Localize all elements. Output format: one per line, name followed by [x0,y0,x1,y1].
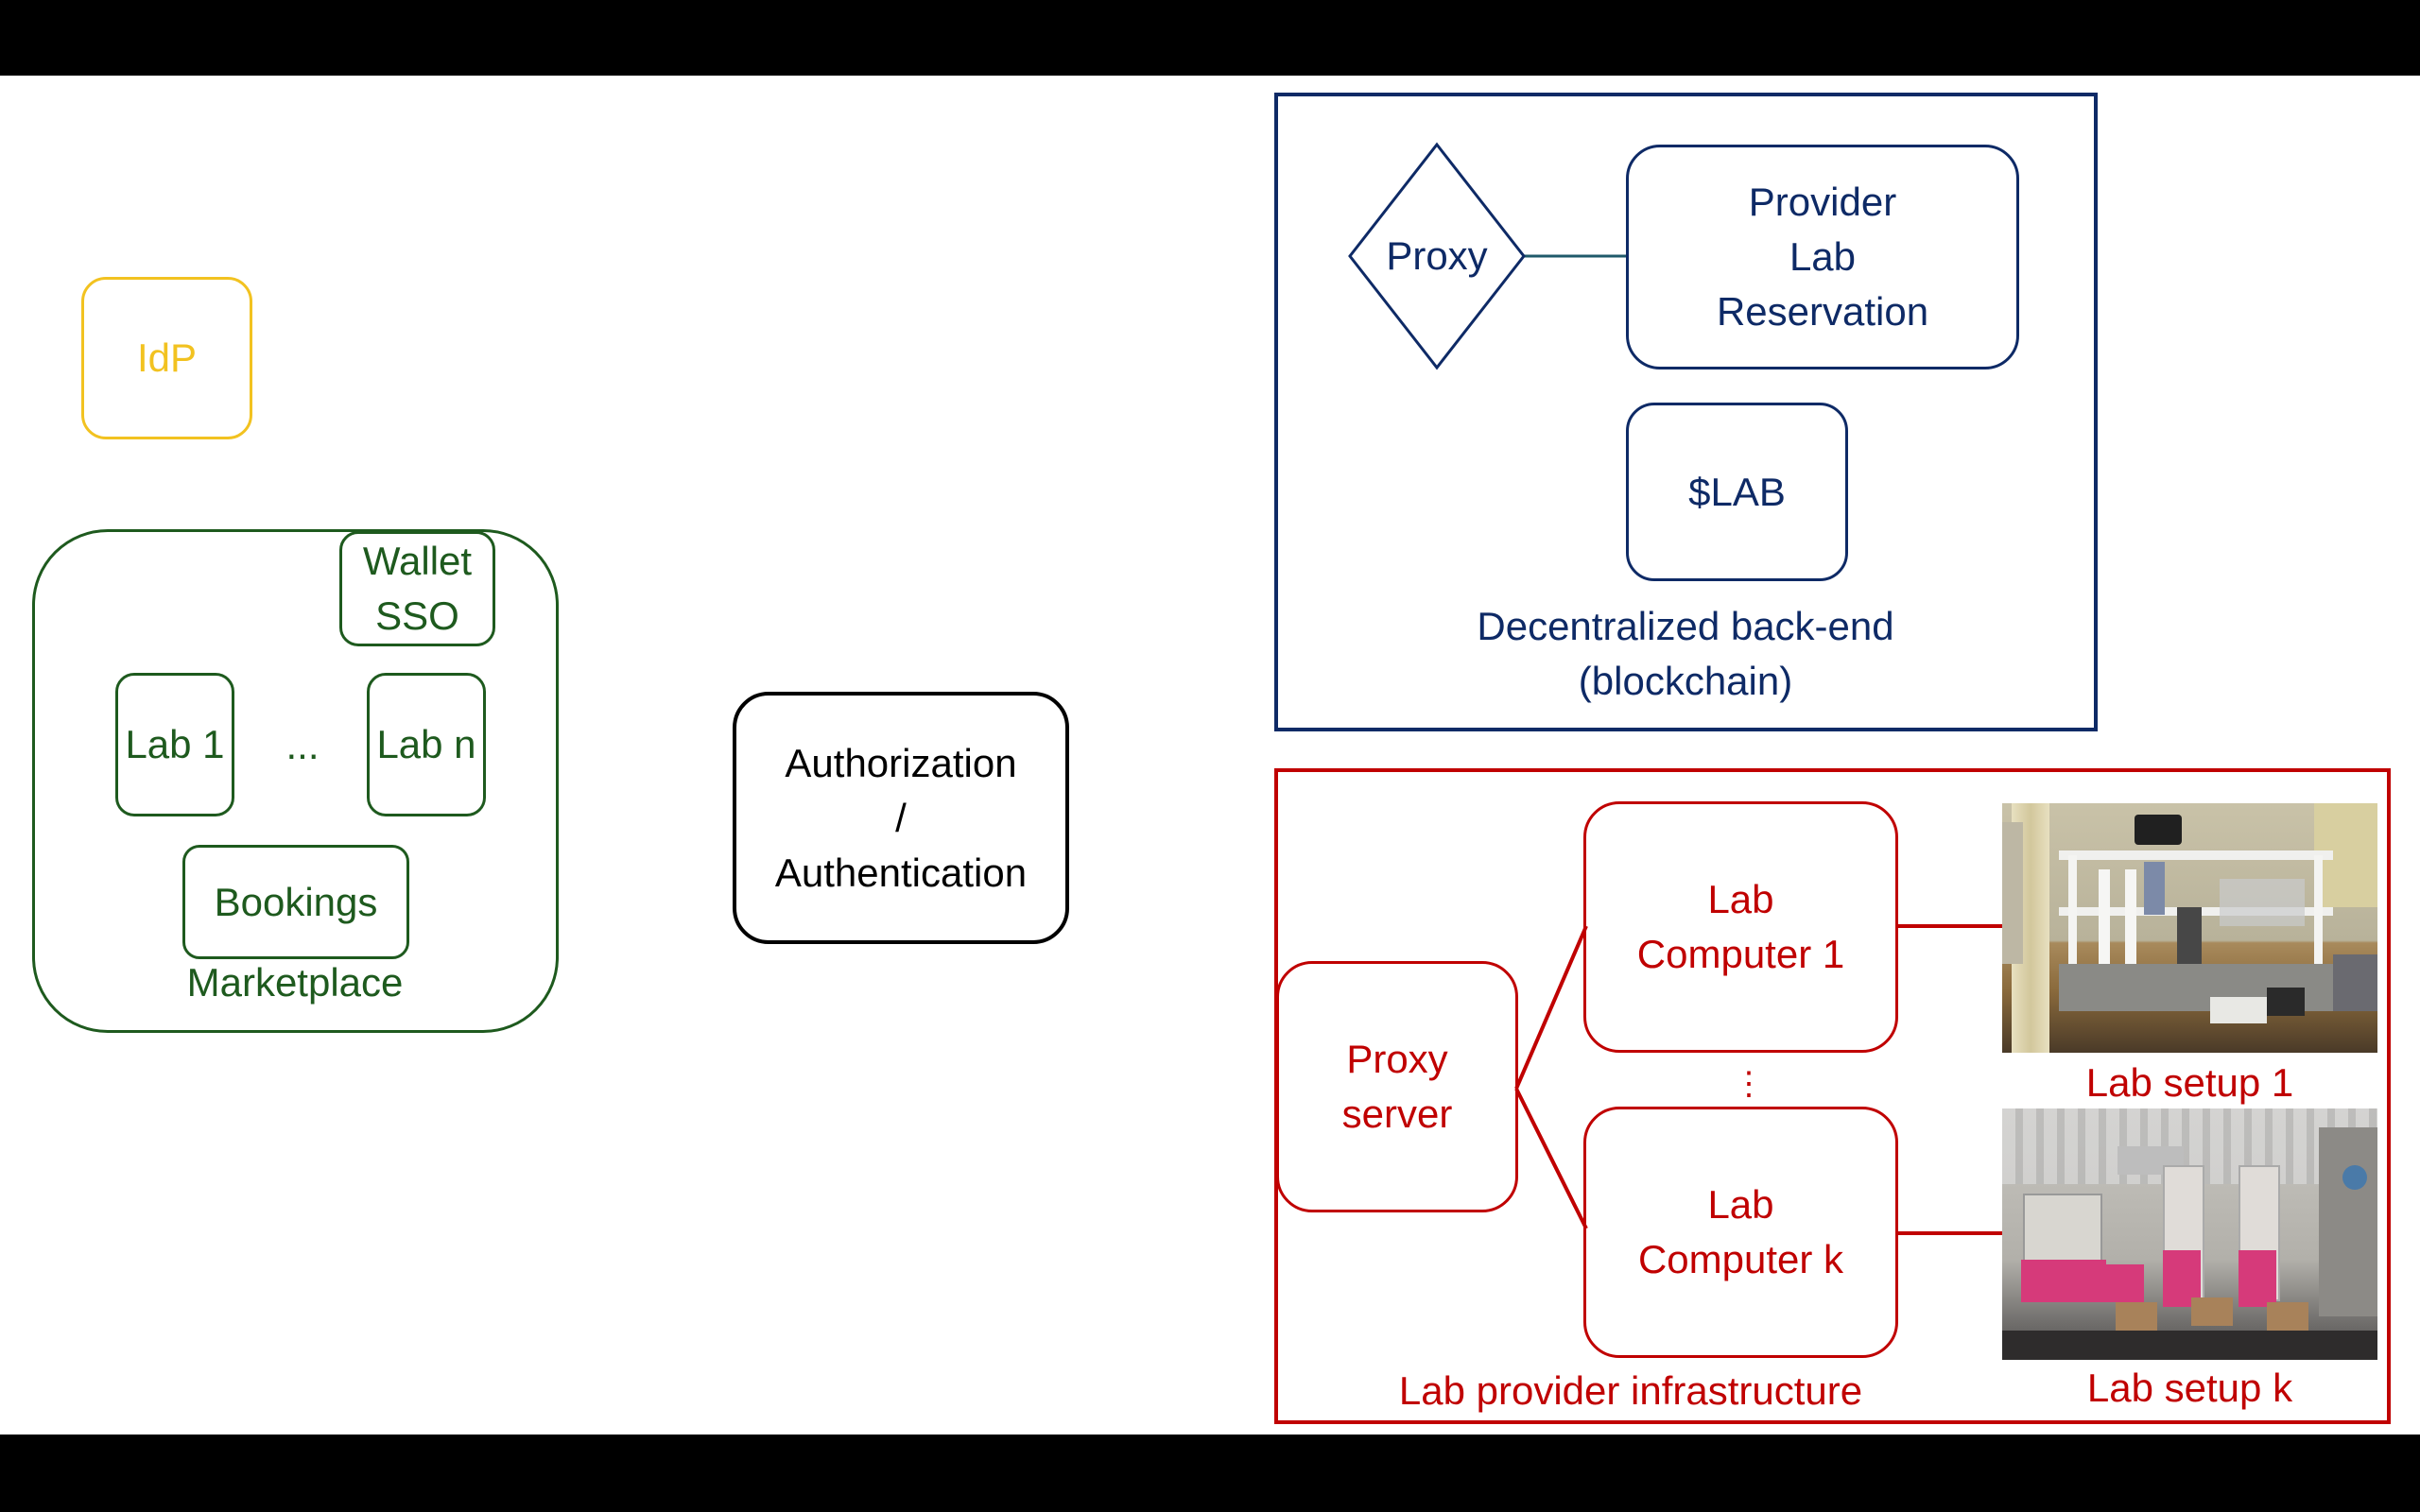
bookings-label: Bookings [214,879,378,924]
labs-ellipsis: ... [285,723,320,767]
lab1-label: Lab 1 [125,722,225,766]
auth-box: Authorization / Authentication [733,692,1069,944]
wallet-sso-box: Wallet SSO [339,531,495,646]
provider-lab-reservation-label: Provider Lab Reservation [1716,180,1929,334]
proxy-computerk-connector [1514,1088,1588,1229]
idp-box: IdP [81,277,252,439]
bookings-box: Bookings [182,845,409,959]
backend-container [1274,93,2098,731]
connector-lines [1348,142,2002,1235]
lab-setup-k-photo [2002,1108,2377,1360]
wallet-sso-label: Wallet SSO [362,539,473,638]
proxy-server-box: Proxy server [1276,961,1518,1212]
diagram-canvas: IdP Wallet SSO Lab 1 ... Lab n Bookings … [0,76,2420,1435]
proxy-computer1-connector [1514,925,1588,1090]
computers-vertical-ellipsis: ⋮ [1733,1066,1765,1102]
proxy-server-label: Proxy server [1341,1037,1453,1136]
lab-computer-1-box: Lab Computer 1 [1583,801,1898,1053]
proxy-label: Proxy [1386,233,1488,278]
infrastructure-caption: Lab provider infrastructure [1398,1368,1863,1413]
labn-box: Lab n [367,673,486,816]
lab1-box: Lab 1 [115,673,234,816]
lab-setup-k-caption: Lab setup k [2086,1366,2293,1410]
marketplace-caption: Marketplace [186,960,404,1005]
lab-setup-1-caption: Lab setup 1 [2085,1060,2294,1105]
auth-label: Authorization / Authentication [774,740,1028,895]
lab-computer-1-label: Lab Computer 1 [1636,877,1845,976]
marketplace-container [32,529,559,1033]
lab-token-box: $LAB [1626,403,1848,581]
idp-label: IdP [136,335,198,380]
labn-label: Lab n [376,722,476,766]
proxy-diamond [1348,142,1526,370]
lab-setup-1-photo [2002,803,2377,1053]
provider-lab-reservation-box: Provider Lab Reservation [1626,145,2019,369]
backend-caption: Decentralized back-end (blockchain) [1477,604,1894,703]
lab-token-label: $LAB [1688,469,1786,514]
lab-computer-k-label: Lab Computer k [1637,1182,1844,1281]
lab-computer-k-box: Lab Computer k [1583,1107,1898,1358]
